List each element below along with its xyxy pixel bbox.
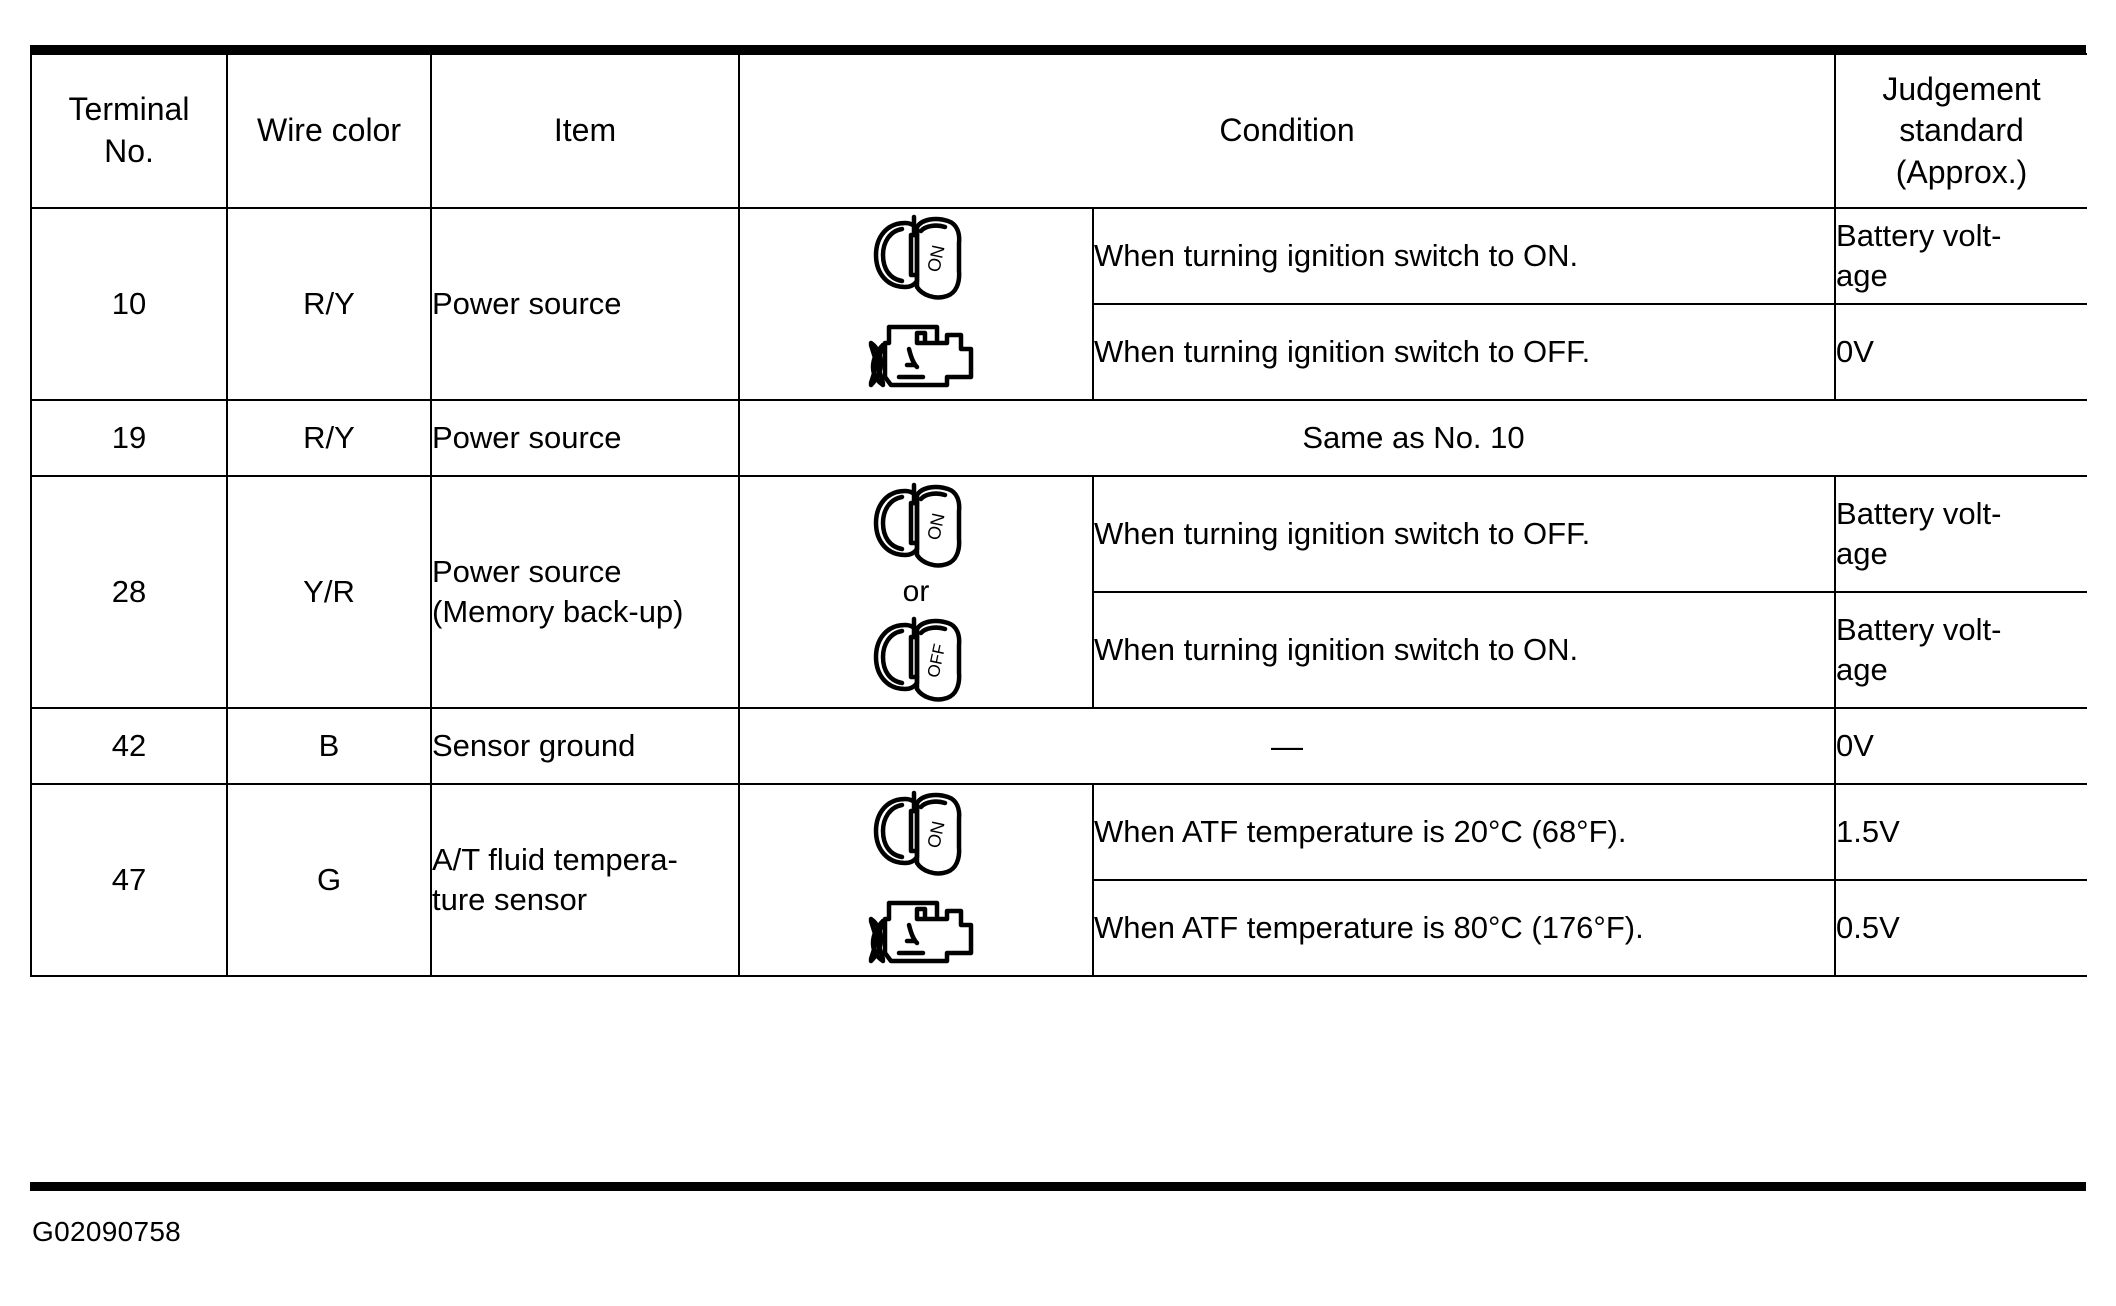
cell-terminal-no: 42: [30, 707, 228, 785]
ignition-key-on-icon: ON: [864, 209, 968, 305]
cell-item-line2: ture sensor: [432, 882, 588, 917]
cell-condition-text: When ATF temperature is 20°C (68°F).: [1091, 783, 1837, 881]
table-row: 42 B Sensor ground — 0V: [30, 707, 2088, 785]
table-top-rule: [30, 45, 2086, 54]
cell-condition-icons: ON: [738, 783, 1094, 977]
header-judgement-line2: standard: [1899, 112, 2024, 149]
header-judgement-standard: Judgement standard (Approx.): [1834, 53, 2088, 209]
cell-wire-color: R/Y: [226, 399, 432, 477]
cell-condition-text: When turning ignition switch to ON.: [1091, 207, 1837, 305]
cell-terminal-no: 28: [30, 475, 228, 709]
cell-condition-text: When turning ignition switch to ON.: [1091, 591, 1837, 709]
judgement-line1: Battery volt-: [1836, 496, 2002, 532]
header-condition: Condition: [737, 53, 1837, 209]
header-judgement-line1: Judgement: [1882, 70, 2041, 107]
header-wire-color: Wire color: [226, 53, 432, 209]
cell-condition-text: When ATF temperature is 80°C (176°F).: [1091, 879, 1837, 977]
cell-condition-icons: ON: [738, 207, 1094, 401]
header-terminal-no-line2: No.: [104, 133, 154, 169]
cell-wire-color: G: [226, 783, 432, 977]
table-row: 28 Y/R Power source (Memory back-up): [30, 475, 2088, 709]
judgement-line2: age: [1836, 652, 1888, 687]
judgement-line2: age: [1836, 258, 1888, 293]
cell-judgement-standard: 0V: [1834, 303, 2088, 401]
ignition-key-on-icon: ON: [864, 785, 968, 881]
judgement-line1: 0.5V: [1836, 910, 1900, 946]
judgement-line1: 0V: [1836, 334, 1874, 370]
ignition-key-off-icon: OFF: [864, 611, 968, 707]
cell-item: Sensor ground: [430, 707, 740, 785]
table-row: 19 R/Y Power source Same as No. 10: [30, 399, 2088, 477]
cell-wire-color: Y/R: [226, 475, 432, 709]
judgement-line1: 1.5V: [1836, 814, 1900, 850]
table-header-row: Terminal No. Wire color Item Condition J…: [30, 53, 2088, 209]
cell-item-line1: Power source: [432, 553, 622, 589]
cell-condition-icons: ON or: [738, 475, 1094, 709]
cell-item-line1: A/T fluid tempera-: [432, 841, 678, 877]
cell-terminal-no: 19: [30, 399, 228, 477]
terminal-spec-table: Terminal No. Wire color Item Condition J…: [30, 53, 2088, 977]
table-bottom-rule: [30, 1182, 2086, 1191]
cell-terminal-no: 10: [30, 207, 228, 401]
engine-icon: [851, 883, 981, 975]
icon-stack: ON: [740, 785, 1092, 975]
cell-condition-text: When turning ignition switch to OFF.: [1091, 475, 1837, 593]
svg-text:OFF: OFF: [924, 642, 950, 679]
ignition-key-on-icon: ON: [864, 477, 968, 573]
cell-wire-color: R/Y: [226, 207, 432, 401]
header-judgement-line3: (Approx.): [1895, 153, 2028, 190]
judgement-line2: age: [1836, 536, 1888, 571]
cell-item: Power source: [430, 207, 740, 401]
icon-stack: ON or: [740, 477, 1092, 707]
table-row: When ATF temperature is 80°C (176°F). 0.…: [31, 879, 2088, 977]
cell-item: Power source (Memory back-up): [430, 475, 740, 709]
cell-item: Power source: [430, 399, 740, 477]
cell-judgement-standard: Battery volt- age: [1834, 591, 2088, 709]
cell-judgement-standard: 0V: [1834, 707, 2088, 785]
cell-judgement-standard: 0.5V: [1834, 879, 2088, 977]
cell-same-as-reference: Same as No. 10: [737, 399, 2088, 477]
judgement-line1: Battery volt-: [1836, 218, 2002, 254]
header-terminal-no: Terminal No.: [30, 53, 228, 209]
engine-icon: [851, 307, 981, 399]
svg-text:ON: ON: [923, 243, 948, 274]
svg-text:ON: ON: [923, 511, 948, 542]
table-row: When turning ignition switch to OFF. 0V: [31, 303, 2088, 401]
table-row: When turning ignition switch to ON. Batt…: [31, 591, 2088, 709]
cell-condition-text: When turning ignition switch to OFF.: [1091, 303, 1837, 401]
icon-or-label: or: [902, 575, 930, 608]
table-row: 47 G A/T fluid tempera- ture sensor: [30, 783, 2088, 977]
header-terminal-no-line1: Terminal: [68, 91, 190, 128]
cell-judgement-standard: 1.5V: [1834, 783, 2088, 881]
table-row: 10 R/Y Power source: [30, 207, 2088, 401]
cell-wire-color: B: [226, 707, 432, 785]
judgement-line1: Battery volt-: [1836, 612, 2002, 648]
icon-stack: ON: [740, 209, 1092, 399]
cell-judgement-standard: Battery volt- age: [1834, 207, 2088, 305]
cell-condition-dash: —: [737, 707, 1837, 785]
cell-terminal-no: 47: [30, 783, 228, 977]
figure-reference-code: G02090758: [32, 1216, 182, 1247]
cell-item: A/T fluid tempera- ture sensor: [430, 783, 740, 977]
cell-item-line2: (Memory back-up): [432, 594, 684, 629]
svg-text:ON: ON: [923, 819, 948, 850]
header-item: Item: [430, 53, 740, 209]
cell-judgement-standard: Battery volt- age: [1834, 475, 2088, 593]
